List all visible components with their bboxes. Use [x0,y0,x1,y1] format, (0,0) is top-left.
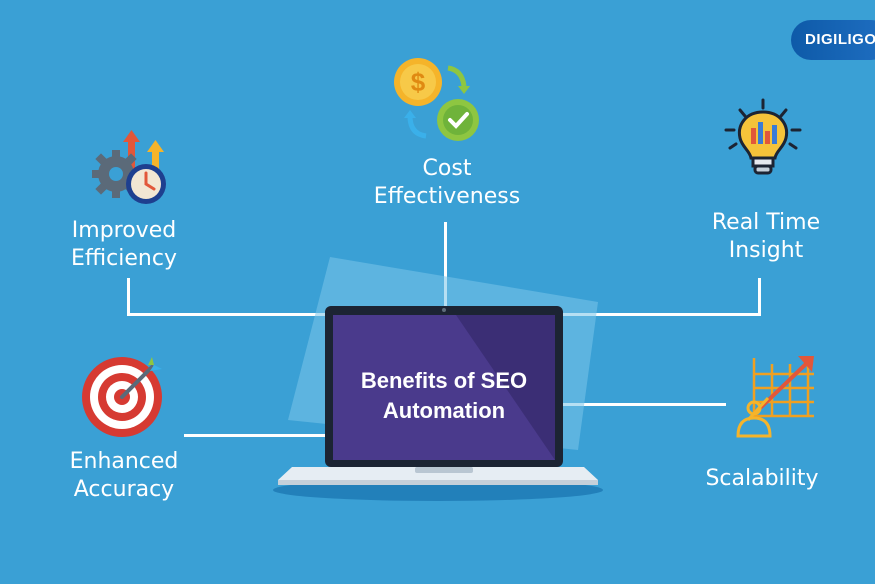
scalability-label: Scalability [662,465,862,493]
person-growth-chart-icon [736,356,814,438]
svg-text:$: $ [411,67,426,97]
connector-scalability [560,403,726,406]
real-time-insight-label: Real Time Insight [666,209,866,265]
insight-label-line2: Insight [728,238,804,263]
lightbulb-chart-icon [724,98,802,175]
scalability-label-line1: Scalability [705,466,819,491]
digiligo-logo: DIGILIGO [791,20,875,60]
connector-efficiency-vertical [127,278,130,316]
efficiency-label-line2: Efficiency [71,246,177,271]
efficiency-label-line1: Improved [71,218,177,243]
cost-label-line1: Cost [422,156,472,181]
improved-efficiency-label: Improved Efficiency [24,217,224,273]
cost-effectiveness-label: Cost Effectiveness [347,155,547,211]
connector-insight-vertical [758,278,761,316]
connector-cost [444,222,447,310]
center-title-line2: Automation [382,398,506,423]
dollar-coin-check-cycle-icon: $ [394,58,479,141]
accuracy-label-line2: Accuracy [73,477,175,502]
center-title-line1: Benefits of SEO [360,368,528,393]
target-arrow-icon [82,357,162,437]
cost-label-line2: Effectiveness [373,184,521,209]
center-title: Benefits of SEO Automation [333,366,555,426]
insight-label-line1: Real Time [711,210,821,235]
gear-clock-arrows-icon [92,130,166,204]
accuracy-label-line1: Enhanced [69,449,179,474]
connector-accuracy [184,434,329,437]
enhanced-accuracy-label: Enhanced Accuracy [24,448,224,504]
